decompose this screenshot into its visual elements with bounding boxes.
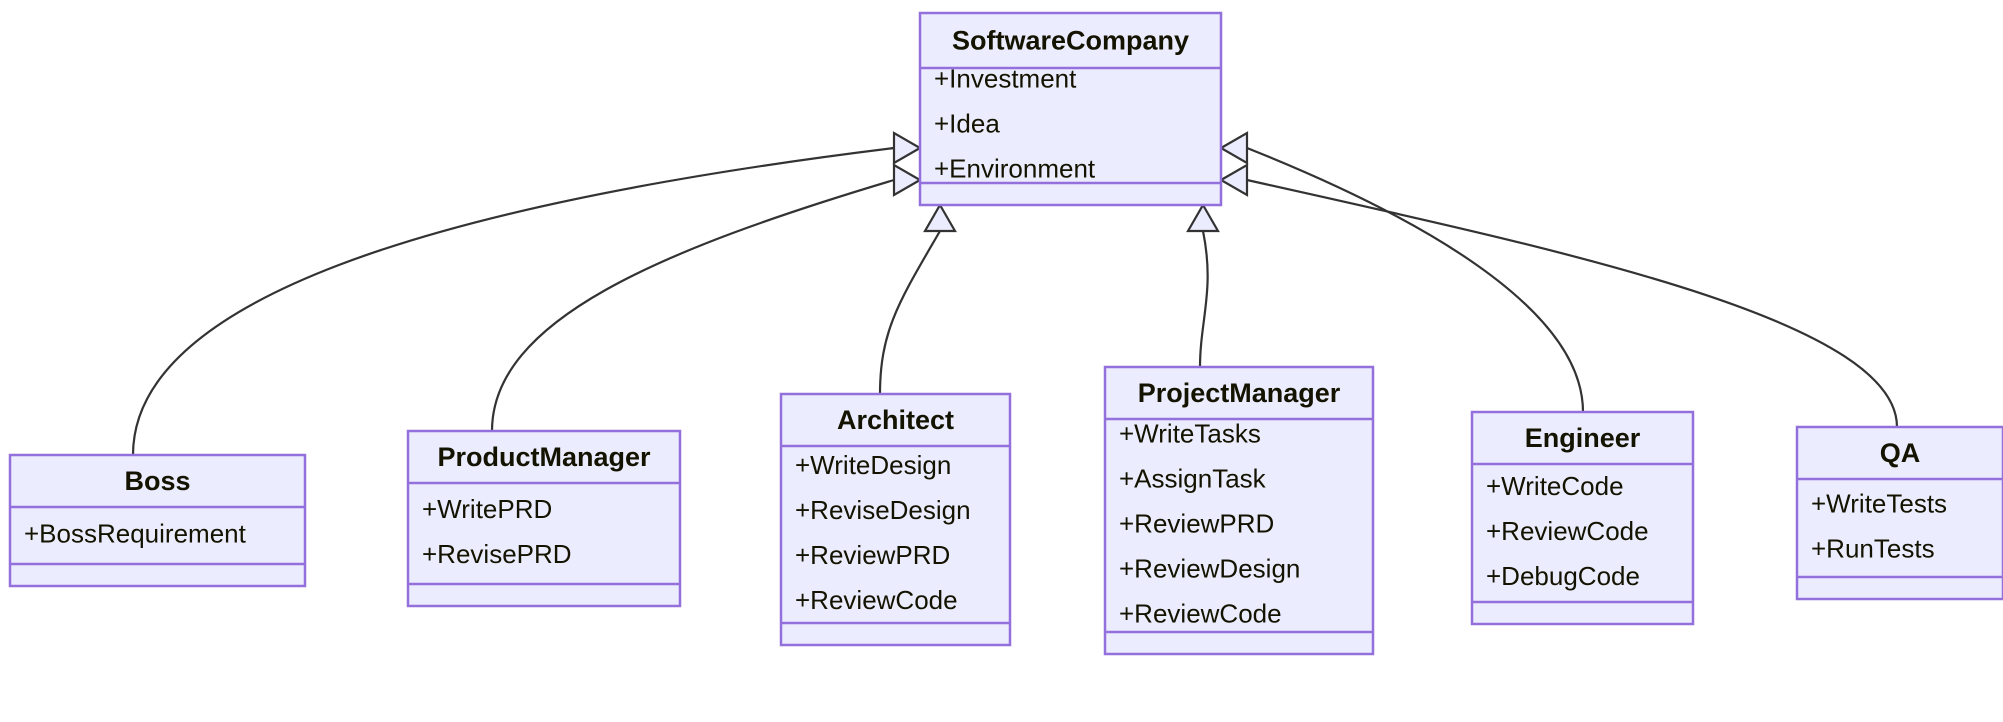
class-member: +BossRequirement [24, 518, 247, 548]
class-box-frame [1103, 365, 1375, 656]
class-member: +ReviewDesign [1119, 553, 1300, 583]
inheritance-edge-productmanager-to-softwarecompany [490, 163, 923, 432]
class-box-frame [779, 392, 1012, 647]
class-title: Architect [837, 405, 954, 435]
class-node-softwarecompany[interactable]: SoftwareCompany +Investment +Idea +Environm… [918, 11, 1223, 207]
edge-line [1198, 230, 1209, 368]
inheritance-arrowhead-icon [1186, 202, 1220, 233]
class-member: +ReviewPRD [1119, 508, 1274, 538]
class-member: +RunTests [1811, 533, 1935, 563]
class-member: +Investment [934, 63, 1077, 93]
class-member: +RevisePRD [422, 539, 572, 569]
class-box-frame [1795, 425, 2003, 601]
class-node-projectmanager[interactable]: ProjectManager +WriteTasks +AssignTask +Rev… [1103, 365, 1375, 656]
class-nodes-layer: SoftwareCompany +Investment +Idea +Environm… [8, 11, 2003, 656]
edge-line [1246, 178, 1899, 428]
edge-line [1246, 146, 1585, 413]
class-title: ProjectManager [1138, 378, 1341, 408]
class-member: +WriteTasks [1119, 418, 1261, 448]
class-member: +WriteCode [1486, 471, 1624, 501]
class-member: +ReviewPRD [795, 540, 950, 570]
class-title: ProductManager [437, 442, 651, 472]
class-member: +ReviewCode [1119, 598, 1282, 628]
class-node-boss[interactable]: Boss +BossRequirement [8, 453, 307, 588]
edge-line [490, 178, 895, 432]
class-box-frame [1470, 410, 1695, 626]
inheritance-edge-projectmanager-to-softwarecompany [1186, 202, 1220, 368]
inheritance-arrowhead-icon [892, 163, 923, 197]
class-node-productmanager[interactable]: ProductManager +WritePRD +RevisePRD [406, 429, 682, 608]
class-member: +ReviewCode [795, 585, 958, 615]
class-title: QA [1880, 438, 1921, 468]
inheritance-arrowhead-icon [1218, 163, 1249, 197]
edge-line [878, 230, 941, 395]
class-member: +ReviewCode [1486, 516, 1649, 546]
edge-line [131, 146, 895, 456]
class-title: Engineer [1525, 423, 1641, 453]
inheritance-arrowhead-icon [923, 202, 957, 233]
inheritance-edge-engineer-to-softwarecompany [1218, 131, 1585, 413]
inheritance-arrowhead-icon [892, 131, 923, 165]
relationship-edges-layer [131, 131, 1899, 456]
class-member: +ReviseDesign [795, 495, 971, 525]
class-box-frame [406, 429, 682, 608]
class-member: +WriteTests [1811, 488, 1947, 518]
class-member: +WritePRD [422, 494, 552, 524]
class-member: +WriteDesign [795, 450, 951, 480]
class-member: +DebugCode [1486, 561, 1640, 591]
class-node-engineer[interactable]: Engineer +WriteCode +ReviewCode +DebugCode [1470, 410, 1695, 626]
class-node-architect[interactable]: Architect +WriteDesign +ReviseDesign +Revie… [779, 392, 1012, 647]
class-title: Boss [124, 466, 190, 496]
inheritance-edge-qa-to-softwarecompany [1218, 163, 1899, 428]
class-member: +AssignTask [1119, 463, 1267, 493]
class-box-frame [918, 11, 1223, 207]
class-title: SoftwareCompany [952, 26, 1189, 56]
class-member: +Idea [934, 108, 1000, 138]
inheritance-arrowhead-icon [1218, 131, 1249, 165]
inheritance-edge-boss-to-softwarecompany [131, 131, 923, 456]
inheritance-edge-architect-to-softwarecompany [878, 202, 957, 395]
class-member: +Environment [934, 153, 1096, 183]
class-node-qa[interactable]: QA +WriteTests +RunTests [1795, 425, 2003, 601]
